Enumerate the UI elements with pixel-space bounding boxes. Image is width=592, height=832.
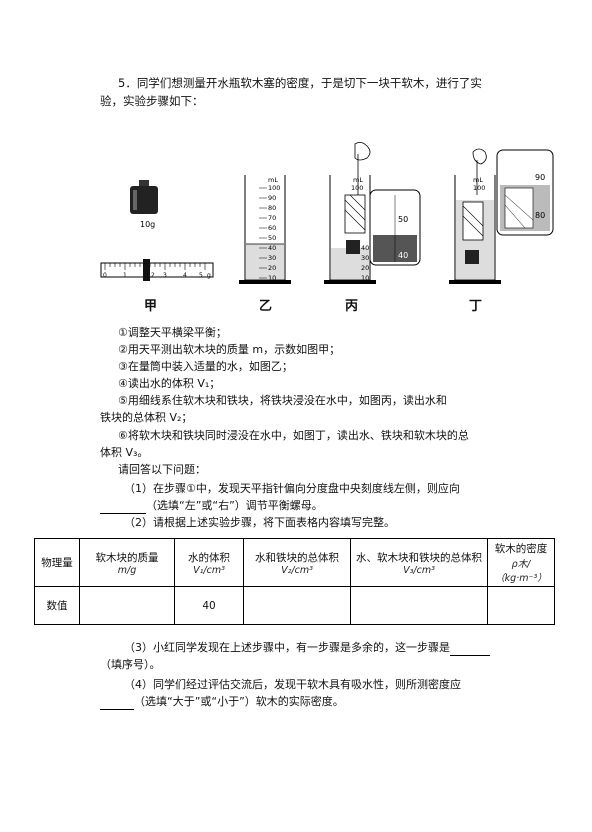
svg-text:mL: mL — [353, 176, 363, 184]
q2-text: （2）请根据上述实验步骤，将下面表格内容填写完整。 — [124, 516, 395, 529]
svg-text:40: 40 — [268, 244, 276, 252]
svg-text:40: 40 — [361, 244, 369, 252]
cell-mass[interactable] — [79, 586, 175, 625]
svg-text:30: 30 — [361, 254, 369, 262]
caption-jia: 甲 — [144, 299, 158, 314]
svg-text:90: 90 — [535, 173, 545, 182]
q4-line2: （选填“大于”或“小于”）软木的实际密度。 — [100, 694, 344, 710]
q1-line2: （选填“左”或“右”）调节平衡螺母。 — [100, 498, 323, 514]
svg-text:g: g — [207, 272, 211, 279]
step-1: ①调整天平横梁平衡； — [118, 326, 227, 339]
q4-line1: （4）同学们经过评估交流后，发现干软木具有吸水性，则所测密度应 — [124, 678, 461, 691]
svg-text:80: 80 — [268, 204, 276, 212]
cell-density[interactable] — [487, 586, 555, 625]
q3-line1: （3）小红同学发现在上述步骤中，有一步骤是多余的，这一步骤是 — [124, 640, 490, 656]
question-intro-line1: 5．同学们想测量开水瓶软木塞的密度，于是切下一块干软木，进行了实 — [118, 76, 482, 90]
step-5-cont: 铁块的总体积 V₂； — [100, 411, 193, 424]
experiment-figures: 10g 0 1 2 3 4 5 g mL 100 90 80 70 — [100, 142, 554, 284]
step-5: ⑤用细线系住软木块和铁块，将铁块浸没在水中，如图丙，读出水和 — [118, 394, 447, 407]
step-6: ⑥将软木块和铁块同时浸没在水中，如图丁，读出水、铁块和软木块的总 — [118, 429, 469, 442]
step-3: ③在量筒中装入适量的水，如图乙； — [118, 360, 293, 373]
svg-text:30: 30 — [268, 254, 276, 262]
balance-scale: 0 1 2 3 4 5 g — [100, 259, 214, 281]
step-4: ④读出水的体积 V₁； — [118, 377, 221, 390]
svg-text:100: 100 — [351, 184, 363, 192]
svg-text:mL: mL — [473, 176, 483, 184]
cell-v2[interactable] — [243, 586, 351, 625]
svg-text:80: 80 — [535, 211, 545, 220]
svg-text:20: 20 — [268, 264, 276, 272]
svg-text:3: 3 — [163, 272, 167, 279]
svg-text:60: 60 — [268, 224, 276, 232]
svg-text:0: 0 — [103, 272, 107, 279]
q1-answer-blank[interactable] — [100, 501, 146, 514]
svg-text:1: 1 — [123, 272, 127, 279]
cell-v1: 40 — [174, 586, 244, 625]
step-2: ②用天平测出软木块的质量 m，示数如图甲； — [118, 343, 341, 356]
svg-text:40: 40 — [398, 251, 408, 260]
svg-text:4: 4 — [183, 272, 187, 279]
svg-text:50: 50 — [398, 215, 408, 224]
table-row: 数值 40 — [34, 586, 555, 625]
weight-icon — [130, 180, 158, 214]
row-header: 物理量 — [34, 538, 80, 587]
cylinder-yi: mL 100 90 80 70 60 50 40 30 20 10 — [239, 175, 291, 284]
data-label: 数值 — [34, 586, 80, 625]
svg-text:10: 10 — [361, 274, 369, 282]
caption-yi: 乙 — [259, 299, 273, 314]
caption-bing: 丙 — [345, 299, 359, 314]
svg-text:70: 70 — [268, 214, 276, 222]
q1-line1: （1）在步骤①中，发现天平指针偏向分度盘中央刻度线左侧，则应向 — [124, 482, 460, 495]
cell-v3[interactable] — [350, 586, 488, 625]
cylinder-bing: mL 100 40 30 20 10 50 40 — [324, 142, 421, 284]
weight-label: 10g — [140, 220, 155, 229]
svg-text:100: 100 — [473, 184, 485, 192]
svg-text:2: 2 — [151, 272, 155, 279]
step-6-cont: 体积 V₃。 — [100, 446, 149, 459]
question-intro-line2: 验，实验步骤如下： — [100, 94, 204, 108]
svg-text:100: 100 — [268, 184, 280, 192]
svg-text:10: 10 — [268, 274, 276, 282]
svg-text:5: 5 — [199, 272, 203, 279]
caption-ding: 丁 — [469, 299, 483, 314]
q3-answer-blank[interactable] — [450, 643, 490, 656]
q4-answer-blank[interactable] — [100, 697, 134, 710]
svg-text:50: 50 — [268, 234, 276, 242]
svg-text:20: 20 — [361, 264, 369, 272]
q3-line2: （填序号）。 — [100, 658, 161, 671]
cylinder-ding: mL 100 90 80 — [449, 148, 554, 284]
svg-text:90: 90 — [268, 194, 276, 202]
prompt: 请回答以下问题： — [118, 463, 206, 476]
scale-tick-labels: 0 1 2 3 4 5 g — [103, 272, 211, 279]
svg-text:mL: mL — [268, 176, 278, 184]
